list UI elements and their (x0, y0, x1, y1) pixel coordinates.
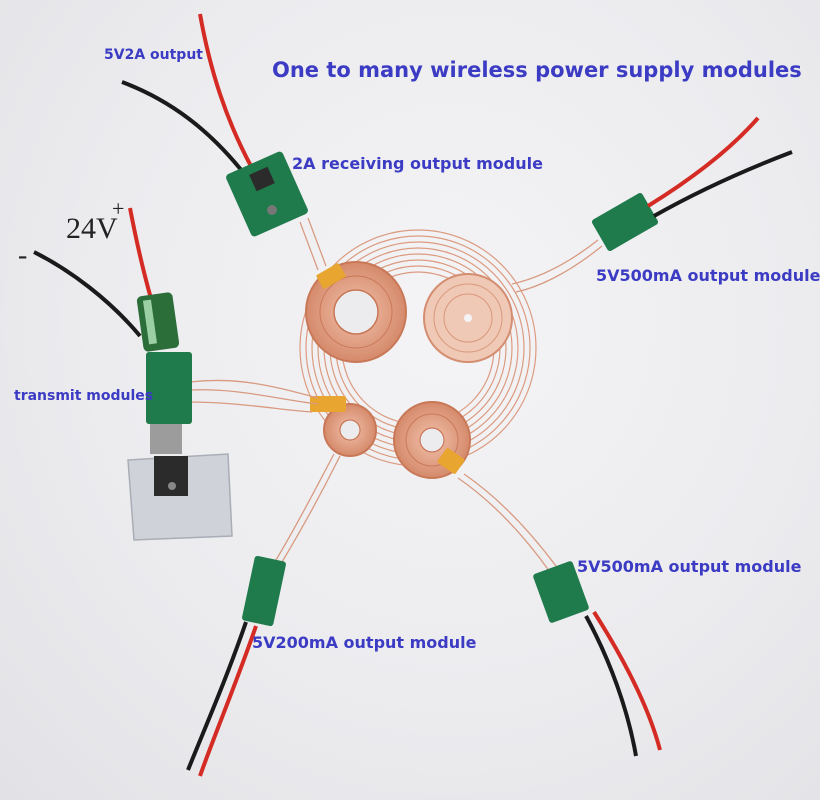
positive-terminal-mark: + (112, 196, 125, 221)
module-500ma-bottom (533, 561, 662, 757)
label-5v500ma-top: 5V500mA output module (596, 266, 820, 285)
coil-leads (185, 217, 603, 573)
negative-terminal-mark: - (18, 240, 28, 271)
module-200ma (186, 555, 286, 777)
label-5v2a-output: 5V2A output (104, 47, 203, 63)
coil-200ma (310, 396, 377, 457)
label-5v500ma-bottom: 5V500mA output module (577, 557, 802, 576)
coil-bottom (393, 401, 471, 479)
transmit-module (33, 207, 233, 541)
label-transmit-modules: transmit modules (14, 388, 154, 404)
input-voltage: 24V (66, 212, 118, 245)
coil-2a (305, 261, 407, 363)
module-2a (121, 13, 308, 237)
label-5v200ma: 5V200mA output module (252, 633, 477, 652)
module-500ma-top (591, 116, 793, 251)
page-title: One to many wireless power supply module… (272, 58, 802, 82)
label-2a-receiver: 2A receiving output module (292, 154, 543, 173)
coil-right (423, 273, 513, 363)
